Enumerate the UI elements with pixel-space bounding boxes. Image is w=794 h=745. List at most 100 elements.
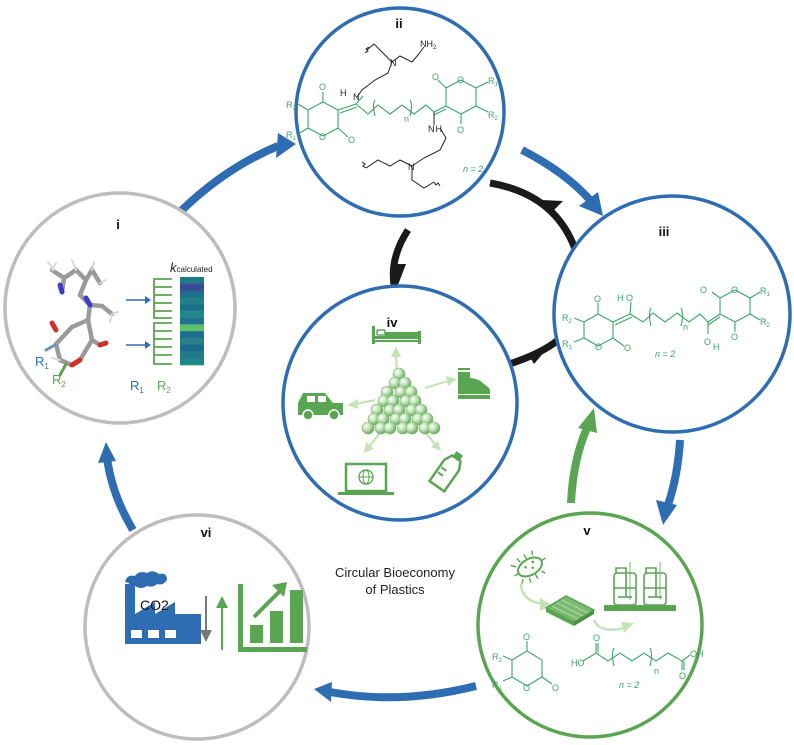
atom-o-left-ketone: O bbox=[319, 82, 326, 92]
atom-o-left-lactone: O bbox=[624, 343, 631, 353]
stage-i-content: R1 R2 kcalculated R1 R2 bbox=[35, 259, 213, 395]
substituent-library-comb bbox=[153, 278, 172, 365]
stage-ii-circle bbox=[294, 6, 506, 218]
bis-pyranone-enamine bbox=[297, 79, 489, 138]
arrow-vi-to-i bbox=[98, 442, 137, 533]
bed-icon bbox=[372, 326, 421, 344]
atom-o-right-lactone: O bbox=[700, 285, 707, 295]
molecule-3d-model bbox=[44, 259, 119, 377]
atom-n-left: N bbox=[353, 92, 360, 102]
stage-label-iv: iv bbox=[387, 315, 399, 330]
stage-label-i: i bbox=[116, 217, 120, 232]
stage-v-content: O R2 R1 O O O HO n OH O n = 2 bbox=[492, 550, 704, 693]
r1-label: R1 bbox=[35, 354, 49, 371]
atom-r2-right: R2 bbox=[760, 317, 771, 329]
atom-r1-left: R1 bbox=[286, 130, 297, 142]
axis-r1-label: R1 bbox=[130, 378, 144, 395]
pyranone-molecule bbox=[502, 641, 553, 687]
atom-r2: R2 bbox=[492, 652, 503, 664]
heatmap-cell bbox=[180, 331, 204, 339]
co2-label: CO2 bbox=[140, 597, 169, 613]
stage-i-circle bbox=[3, 191, 237, 425]
atom-r1-left: R1 bbox=[562, 339, 573, 351]
amine-crosslinker-top bbox=[356, 43, 425, 98]
atom-o-left-lactone: O bbox=[348, 135, 355, 145]
k-calculated-label: kcalculated bbox=[170, 260, 213, 275]
atom-h-left: H bbox=[340, 88, 347, 98]
bracket-n-label: n bbox=[654, 666, 659, 676]
stage-v-circle bbox=[476, 511, 704, 739]
center-title-line-2: of Plastics bbox=[365, 582, 425, 597]
atom-n-bottom: N bbox=[408, 162, 415, 172]
center-title-line-1: Circular Bioeconomy bbox=[335, 565, 455, 580]
microplate-icon bbox=[544, 595, 596, 626]
atom-n-right: NH bbox=[428, 124, 442, 134]
atom-o-left-ring: O bbox=[319, 132, 326, 142]
atom-o-lactone: O bbox=[552, 683, 559, 693]
atom-o-right-ketone: O bbox=[457, 125, 464, 135]
pellet bbox=[405, 421, 419, 435]
stage-iii-circle bbox=[552, 194, 792, 434]
arrow-iii-to-ii bbox=[489, 179, 582, 259]
atom-h-enol-left: H bbox=[617, 293, 624, 303]
bioreactor-icon bbox=[613, 562, 667, 606]
shoe-icon bbox=[458, 368, 490, 399]
heatmap-cell bbox=[180, 358, 204, 366]
atom-ho: HO bbox=[571, 658, 585, 668]
car-icon bbox=[298, 393, 343, 421]
arrow-v-to-iii bbox=[567, 408, 597, 504]
bottle-icon bbox=[427, 451, 464, 494]
atom-o-acid-right: O bbox=[679, 671, 686, 681]
atom-o-enol-right: O bbox=[704, 337, 711, 347]
stage-iv-content bbox=[298, 326, 490, 495]
decrease-arrow-icon bbox=[200, 596, 212, 642]
atom-o-right-ring: O bbox=[457, 75, 464, 85]
arrow-plate-to-reactor bbox=[592, 619, 625, 631]
n-equals-label: n = 2 bbox=[655, 349, 675, 359]
heatmap-cell bbox=[180, 317, 204, 325]
bioreactor-platform bbox=[604, 605, 676, 611]
stage-label-vi: vi bbox=[201, 525, 212, 540]
atom-r2-left: R2 bbox=[562, 313, 573, 325]
n-equals-label: n = 2 bbox=[463, 164, 483, 174]
heatmap-cell bbox=[180, 304, 204, 312]
atom-o-ketone: O bbox=[523, 632, 530, 642]
atom-o-ring: O bbox=[523, 683, 530, 693]
heatmap-cell bbox=[180, 351, 204, 359]
arrow-i-to-ii bbox=[177, 133, 296, 215]
heatmap-cell bbox=[180, 283, 204, 291]
r2-label: R2 bbox=[52, 372, 66, 389]
stage-iv-circle bbox=[281, 284, 519, 522]
atom-nh2: NH2 bbox=[420, 39, 437, 51]
atom-o-right-lactone: O bbox=[432, 72, 439, 82]
arrow-bacterium-to-plate bbox=[519, 582, 544, 606]
pellet bbox=[383, 421, 397, 435]
arrow-iii-to-v bbox=[656, 439, 684, 525]
atom-r1-right: R1 bbox=[488, 76, 499, 88]
heatmap-cell bbox=[180, 297, 204, 305]
atom-r2-left: R2 bbox=[286, 100, 297, 112]
heatmap-cell bbox=[180, 310, 204, 318]
outer-arrows bbox=[98, 133, 684, 702]
heatmap-cell bbox=[180, 290, 204, 298]
stage-iii-content: O H O R2 R1 O O n O H O O R1 R2 O n = 2 bbox=[562, 285, 771, 359]
factory-icon bbox=[125, 571, 201, 644]
arrow-v-to-vi bbox=[314, 682, 477, 702]
atom-o-left-ring: O bbox=[595, 342, 602, 352]
atom-o-enol-left: O bbox=[626, 293, 633, 303]
bis-pyranone-triketone bbox=[573, 289, 761, 347]
atom-o-right-ring: O bbox=[731, 285, 738, 295]
library-arrows bbox=[126, 296, 151, 349]
heatmap-cell bbox=[180, 344, 204, 352]
stage-label-iii: iii bbox=[659, 224, 670, 239]
atom-r2-right: R2 bbox=[488, 110, 499, 122]
stage-label-ii: ii bbox=[395, 16, 402, 31]
k-calculated-heatmap bbox=[180, 277, 204, 366]
stage-label-v: v bbox=[583, 523, 591, 538]
growth-chart-icon bbox=[238, 582, 307, 652]
stage-vi-content: CO2 bbox=[125, 571, 307, 652]
atom-o-right-ketone: O bbox=[731, 332, 738, 342]
atom-r1-right: R1 bbox=[760, 286, 771, 298]
pellet bbox=[427, 421, 441, 435]
